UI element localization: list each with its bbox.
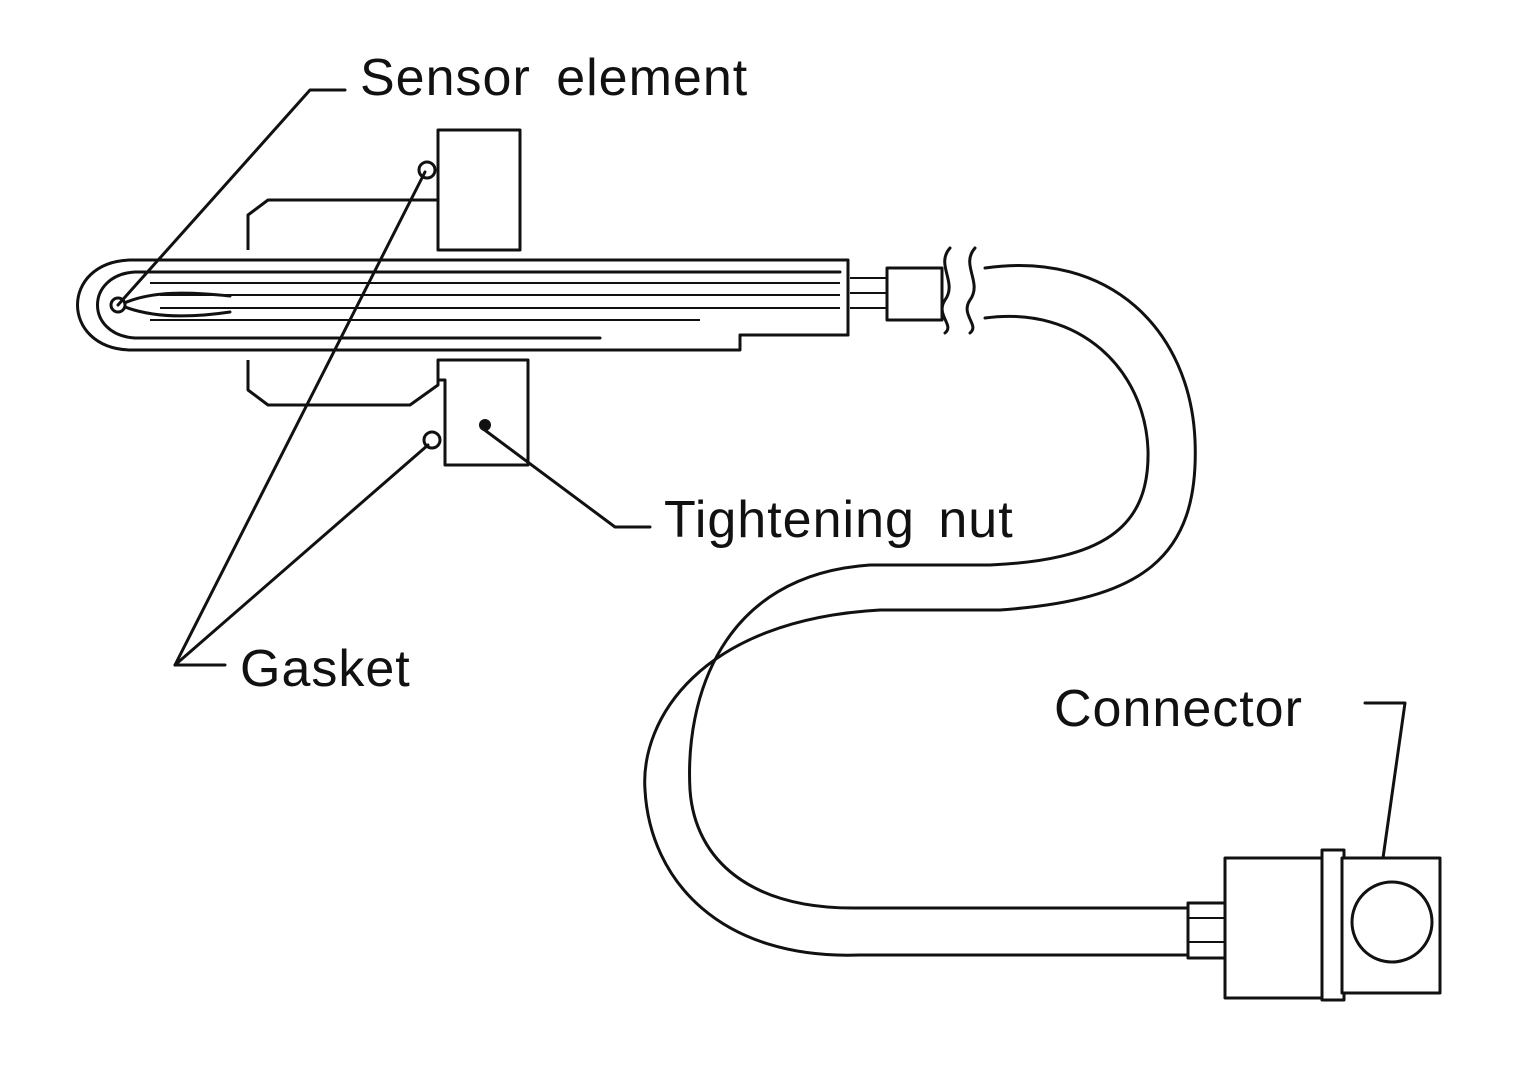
sensor-cable <box>643 263 1197 957</box>
cable-break-symbol <box>850 246 977 335</box>
label-connector: Connector <box>1054 680 1303 738</box>
leader-lines <box>116 88 1407 860</box>
label-sensor-element: Sensor element <box>360 49 749 107</box>
label-gasket: Gasket <box>240 640 411 698</box>
label-tightening-nut: Tightening nut <box>664 491 1014 549</box>
connector-plug <box>1186 848 1442 1002</box>
sensor-probe <box>76 258 850 352</box>
